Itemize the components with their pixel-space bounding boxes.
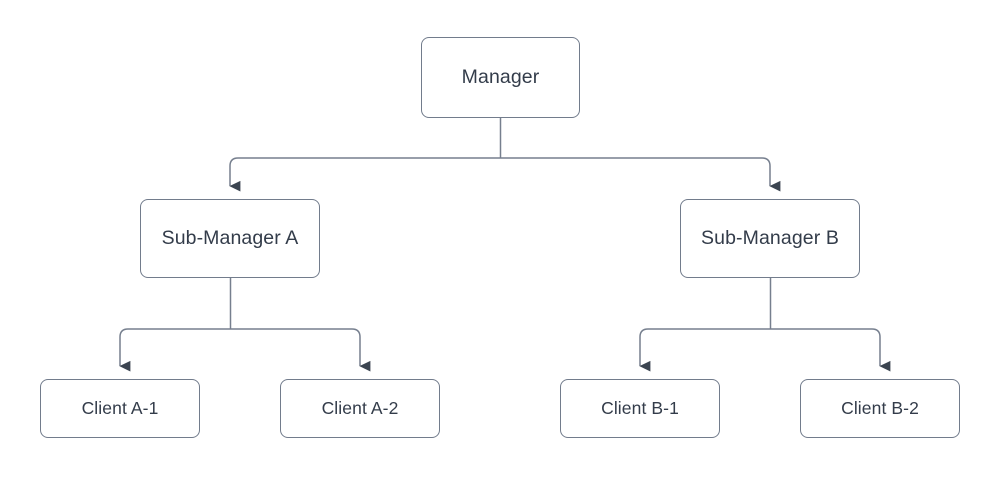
node-sub-manager-b[interactable]: Sub-Manager B	[680, 199, 860, 278]
node-client-b1[interactable]: Client B-1	[560, 379, 720, 438]
edge-manager-to-sub-manager-a	[229, 157, 501, 192]
node-sub-manager-a[interactable]: Sub-Manager A	[140, 199, 320, 278]
node-manager-label: Manager	[461, 65, 540, 88]
node-client-b2[interactable]: Client B-2	[800, 379, 960, 438]
node-sub-manager-b-label: Sub-Manager B	[701, 226, 839, 249]
node-client-a2-label: Client A-2	[321, 397, 399, 418]
node-client-a2[interactable]: Client A-2	[280, 379, 440, 438]
edge-sub-manager-b-to-client-b2	[770, 328, 891, 372]
edge-sub-manager-a-to-client-a1	[119, 328, 231, 372]
node-client-a1-label: Client A-1	[81, 397, 159, 418]
edge-manager-to-sub-manager-b	[500, 157, 781, 192]
edge-sub-manager-b-to-client-b1	[639, 328, 771, 372]
node-manager[interactable]: Manager	[421, 37, 580, 118]
node-client-b1-label: Client B-1	[601, 397, 679, 418]
edge-sub-manager-a-to-client-a2	[230, 328, 371, 372]
node-sub-manager-a-label: Sub-Manager A	[161, 226, 299, 249]
node-client-b2-label: Client B-2	[841, 397, 919, 418]
node-client-a1[interactable]: Client A-1	[40, 379, 200, 438]
